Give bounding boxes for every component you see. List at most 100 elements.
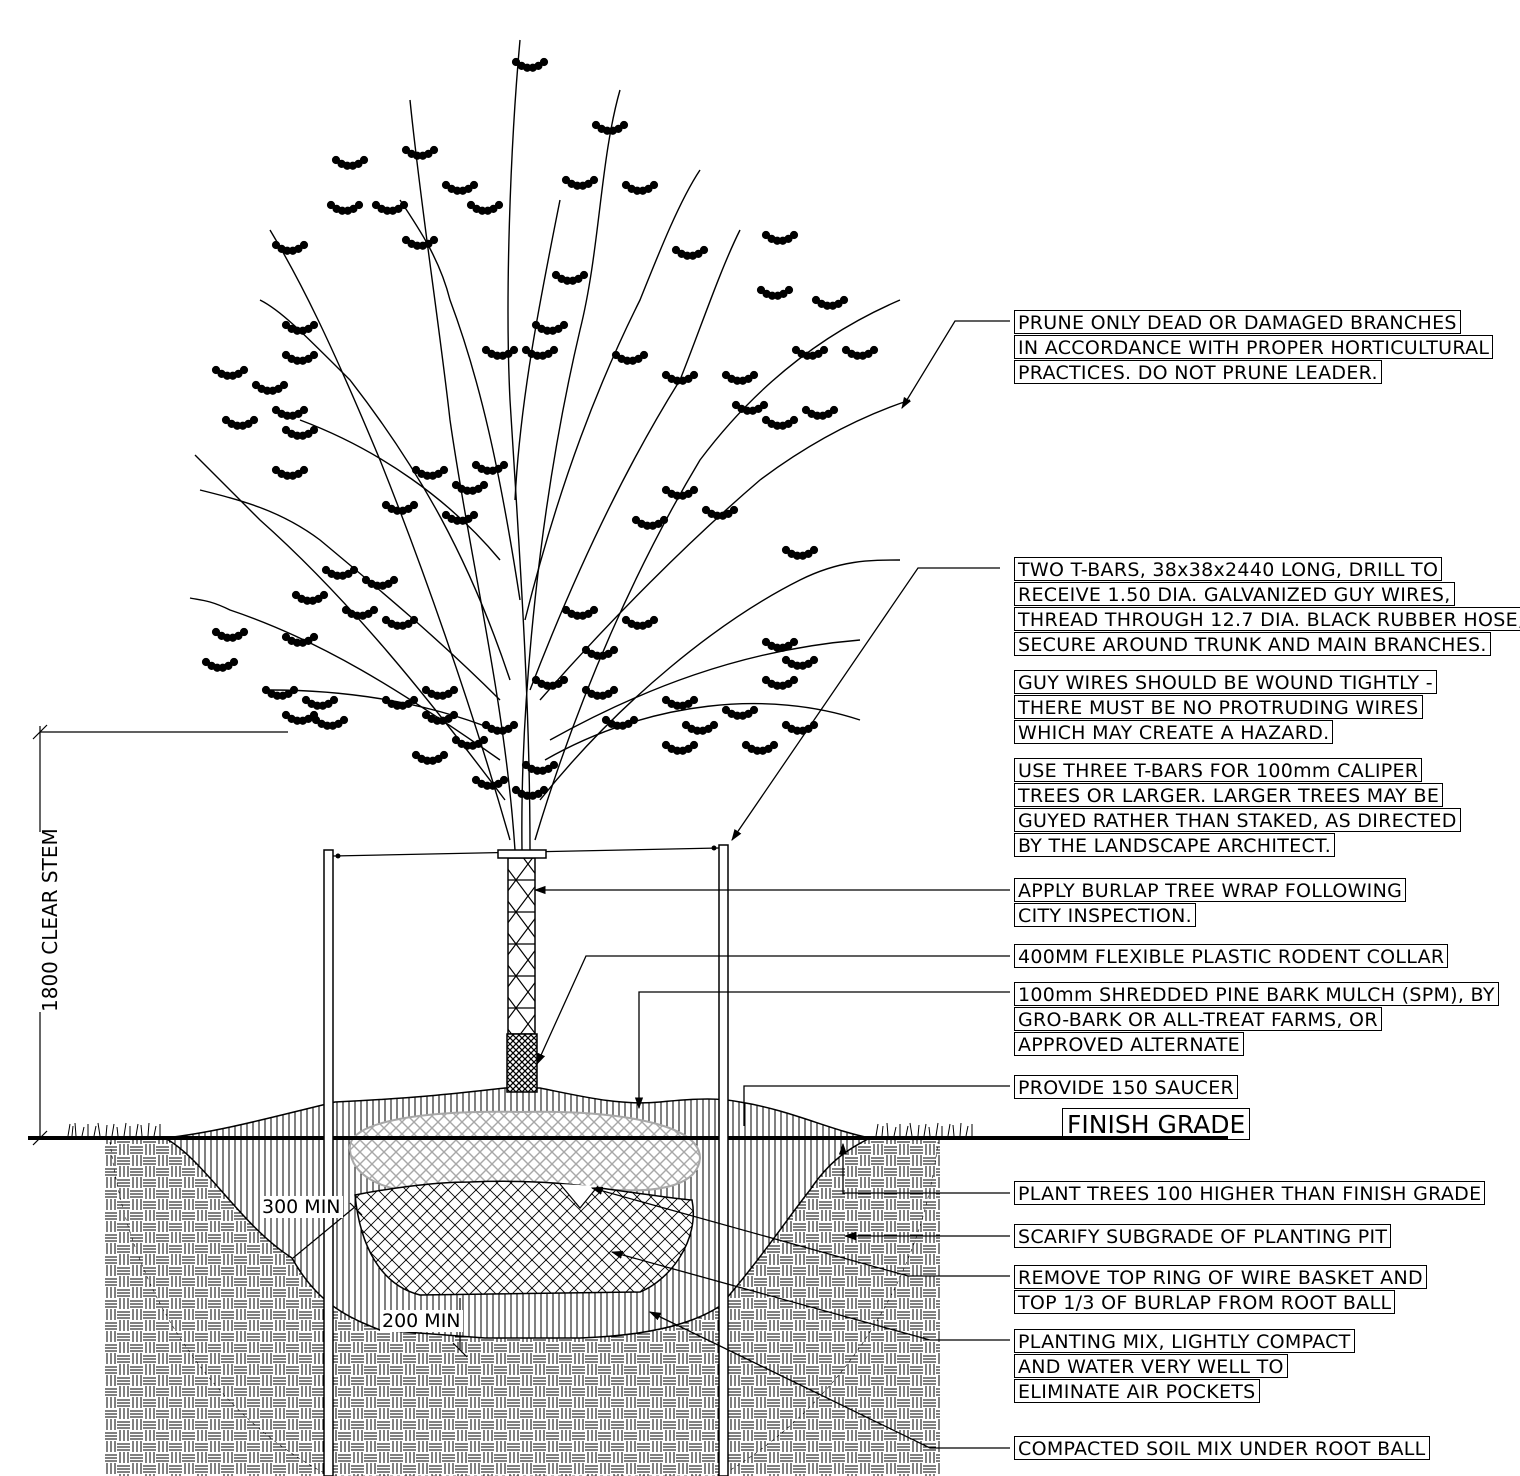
leaf-dot: [649, 180, 659, 190]
leaf-dot: [439, 750, 449, 760]
leaf-dot: [311, 715, 321, 725]
leaf-dot: [371, 200, 381, 210]
leaf-dot: [409, 500, 419, 510]
leaf-dot: [534, 61, 543, 70]
leaf-dot: [249, 415, 259, 425]
leaf-dot: [469, 180, 479, 190]
leaf-dot: [271, 405, 281, 415]
leaf-dot: [294, 409, 303, 418]
leaf-dot: [829, 405, 839, 415]
leaf-dot: [824, 409, 833, 418]
leaf-dot: [761, 675, 771, 685]
leaf-dot: [349, 565, 359, 575]
leaf-dot: [581, 685, 591, 695]
leaf-dot: [779, 289, 788, 298]
leaf-dot: [409, 695, 419, 705]
leaf-dot: [281, 425, 291, 435]
t-bar-left: [323, 849, 334, 1476]
leaf-dot: [399, 200, 409, 210]
leaf-dot: [421, 685, 431, 695]
leaf-dot: [244, 419, 253, 428]
leaf-dot: [444, 714, 453, 723]
leaf-dot: [839, 295, 849, 305]
leaf-dot: [701, 505, 711, 515]
leaf-dot: [864, 349, 873, 358]
note-line: AND WATER VERY WELL TO: [1014, 1354, 1288, 1378]
leaf-dot: [504, 349, 513, 358]
leaf-dot: [489, 204, 498, 213]
leaf-dot: [421, 710, 431, 720]
leaf-dot: [326, 200, 336, 210]
leaf-dot: [539, 785, 549, 795]
bottom-min-label: 200 MIN: [380, 1310, 463, 1332]
leaf-dot: [689, 485, 699, 495]
leaf-dot: [789, 415, 799, 425]
leaf-dot: [449, 685, 459, 695]
leaf-dot: [319, 590, 329, 600]
leaf-dot: [494, 464, 503, 473]
side-min-label: 300 MIN: [260, 1196, 343, 1218]
leaf-dot: [584, 609, 593, 618]
note-line: SECURE AROUND TRUNK AND MAIN BRANCHES.: [1014, 632, 1491, 656]
note-line: USE THREE T-BARS FOR 100mm CALIPER: [1014, 758, 1423, 782]
leaf-dot: [634, 354, 643, 363]
leaf-dot: [729, 505, 739, 515]
leaf-dot: [321, 565, 331, 575]
leaf-dot: [761, 637, 771, 647]
leaf-dot: [361, 575, 371, 585]
note-line: IN ACCORDANCE WITH PROPER HORTICULTURAL: [1014, 335, 1494, 359]
note-line: TWO T-BARS, 38x38x2440 LONG, DRILL TO: [1014, 557, 1443, 581]
leaf-dot: [411, 465, 421, 475]
note-line: PRUNE ONLY DEAD OR DAMAGED BRANCHES: [1014, 310, 1461, 334]
note-line: COMPACTED SOIL MIX UNDER ROOT BALL: [1014, 1436, 1430, 1460]
leaf-dot: [689, 370, 699, 380]
leaf-dot: [354, 159, 363, 168]
leaf-dot: [684, 374, 693, 383]
note-line: 400MM FLEXIBLE PLASTIC RODENT COLLAR: [1014, 944, 1449, 968]
note-line: PLANTING MIX, LIGHTLY COMPACT: [1014, 1329, 1355, 1353]
leaf-dot: [309, 320, 319, 330]
leaf-dot: [301, 695, 311, 705]
leaf-dot: [544, 764, 553, 773]
leaf-dot: [291, 590, 301, 600]
note-line: APPLY BURLAP TREE WRAP FOLLOWING: [1014, 878, 1407, 902]
leaf-dot: [424, 239, 433, 248]
leaf-dot: [404, 619, 413, 628]
leaf-dot: [464, 514, 473, 523]
leaf-dot: [724, 509, 733, 518]
leaf-dot: [481, 345, 491, 355]
leaf-dot: [384, 579, 393, 588]
leaf-dot: [789, 230, 799, 240]
leaf-dot: [281, 632, 291, 642]
leaf-dot: [804, 659, 813, 668]
leaf-dot: [531, 675, 541, 685]
leaf-dot: [549, 760, 559, 770]
leaf-dot: [474, 739, 483, 748]
leaf-dot: [764, 744, 773, 753]
leaf-dot: [314, 594, 323, 603]
leaf-dot: [349, 204, 358, 213]
leaf-dot: [789, 637, 799, 647]
leaf-dot: [271, 465, 281, 475]
leaf-dot: [784, 419, 793, 428]
leaf-dot: [809, 545, 819, 555]
leaf-dot: [284, 689, 293, 698]
note-line: TOP 1/3 OF BURLAP FROM ROOT BALL: [1014, 1290, 1396, 1314]
grass-tufts-right: [875, 1122, 973, 1137]
leaf-dot: [401, 145, 411, 155]
leaf-dot: [441, 510, 451, 520]
tree-leaves: [201, 57, 879, 800]
note-line: GUY WIRES SHOULD BE WOUND TIGHTLY -: [1014, 670, 1437, 694]
leaf-dot: [756, 285, 766, 295]
note-line: CITY INSPECTION.: [1014, 903, 1196, 927]
leaf-dot: [601, 715, 611, 725]
leaf-dot: [841, 345, 851, 355]
t-bar-right: [718, 844, 729, 1476]
leaf-dot: [239, 627, 249, 637]
leaf-dot: [704, 724, 713, 733]
leaf-dot: [404, 699, 413, 708]
burlap-top: [348, 1110, 702, 1194]
leaf-dot: [684, 699, 693, 708]
leaf-dot: [554, 679, 563, 688]
